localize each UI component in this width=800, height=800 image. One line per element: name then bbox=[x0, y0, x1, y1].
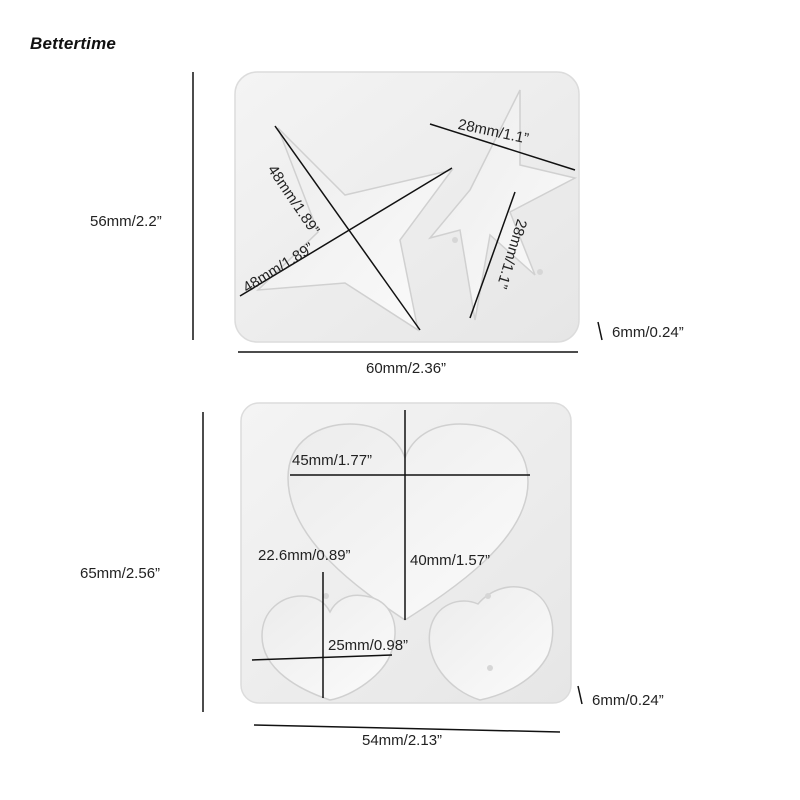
star-mold-thickness-label: 6mm/0.24” bbox=[612, 324, 684, 341]
star-mold-height-label: 56mm/2.2” bbox=[90, 213, 162, 230]
star-mold bbox=[234, 71, 580, 343]
small-heart-width-label: 25mm/0.98” bbox=[328, 637, 409, 654]
star-dimension-lines bbox=[192, 72, 603, 353]
big-star-cavity bbox=[255, 127, 454, 332]
brand-logo-text: Bettertime bbox=[30, 34, 117, 53]
heart-mold-width-label: 54mm/2.13” bbox=[362, 732, 443, 749]
heart-mold-thickness-label: 6mm/0.24” bbox=[592, 692, 664, 709]
small-heart-height-label: 22.6mm/0.89” bbox=[258, 547, 351, 564]
heart-dimension-lines bbox=[202, 410, 583, 733]
big-heart-height-label: 40mm/1.57” bbox=[410, 552, 491, 569]
small-heart-right-cavity bbox=[428, 586, 554, 701]
small-star-cavity bbox=[427, 89, 578, 321]
big-heart-width-label: 45mm/1.77” bbox=[292, 452, 373, 469]
small-heart-left-cavity bbox=[261, 594, 396, 701]
star-mold-width-label: 60mm/2.36” bbox=[366, 360, 447, 377]
heart-mold-height-label: 65mm/2.56” bbox=[80, 565, 161, 582]
